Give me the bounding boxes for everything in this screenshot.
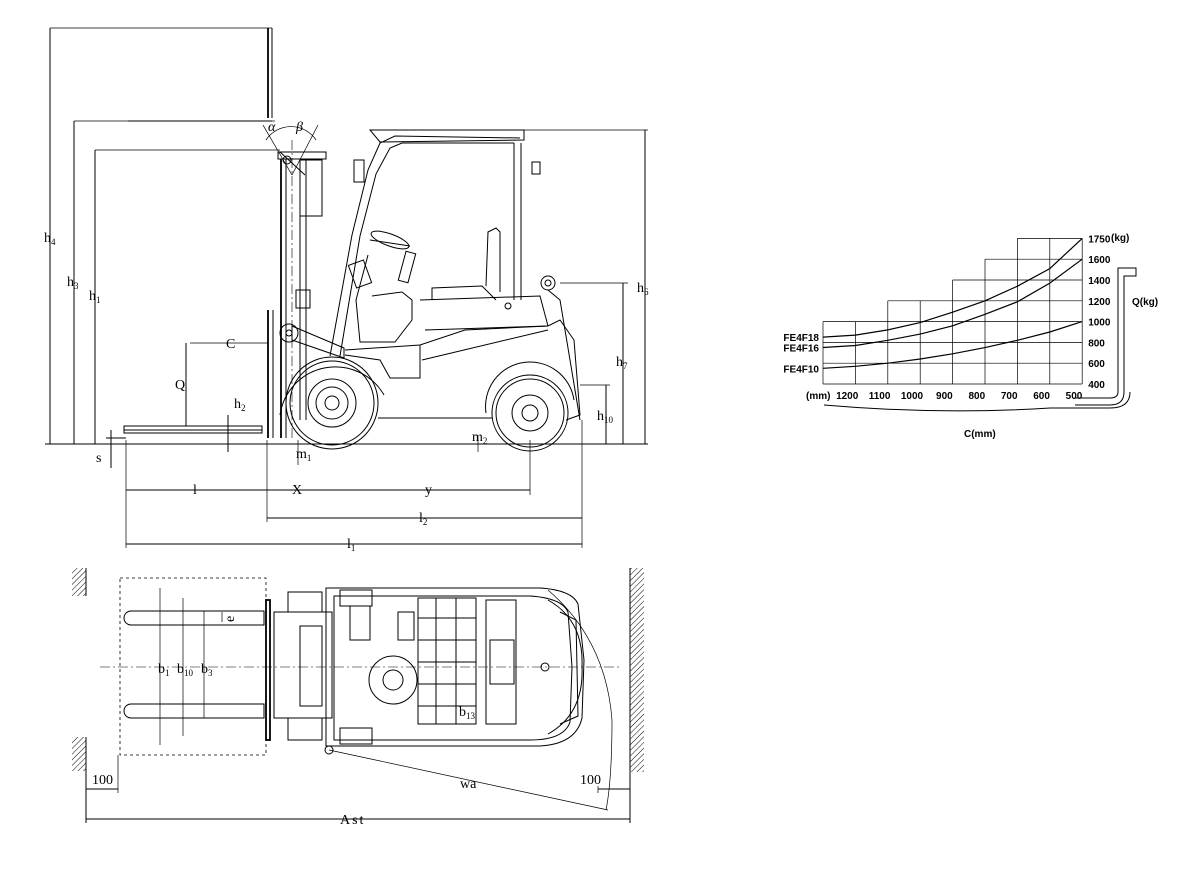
chart-y-tick: 400 [1088, 380, 1105, 391]
label-h4: h4 [44, 231, 56, 247]
label-beta: β [295, 120, 303, 135]
label-b3: b3 [201, 662, 213, 678]
chart-x-tick: 600 [1033, 391, 1050, 402]
chart-y-tick: 1600 [1088, 255, 1111, 266]
label-m1: m1 [296, 447, 311, 463]
label-h1: h1 [89, 289, 101, 305]
label-b10: b10 [177, 662, 194, 678]
chart-x-tick: 900 [936, 391, 953, 402]
label-h6: h6 [637, 281, 649, 297]
chart-y-tick: 1400 [1088, 276, 1111, 287]
chart-y-tick: 1750 [1088, 234, 1111, 245]
label-h7: h7 [616, 355, 628, 371]
chart-x-unit: (mm) [806, 391, 830, 402]
label-right-clearance: 100 [580, 773, 601, 788]
label-left-clearance: 100 [92, 773, 113, 788]
label-alpha: α [268, 120, 276, 135]
chart-series-label: FE4F16 [783, 344, 819, 355]
label-h10: h10 [597, 409, 614, 425]
label-l1: l1 [347, 537, 355, 553]
label-l: l [193, 483, 197, 498]
label-b1: b1 [158, 662, 170, 678]
label-m2: m2 [472, 430, 487, 446]
chart-series-line [822, 321, 1083, 369]
label-l2: l2 [419, 511, 427, 527]
label-s: s [96, 451, 101, 466]
chart-series-label: FE4F18 [783, 333, 819, 344]
label-e: e [223, 616, 238, 622]
label-b13: b13 [459, 705, 476, 721]
chart-series-line [822, 237, 1083, 338]
label-wa: wa [460, 777, 477, 792]
chart-x-tick: 700 [1001, 391, 1018, 402]
top-view: b1 b10 b3 b13 e wa Ast 100 100 [72, 568, 644, 828]
chart-x-tick: 800 [968, 391, 985, 402]
chart-x-label: C(mm) [964, 429, 996, 440]
chart-x-tick: 500 [1066, 391, 1083, 402]
label-h3: h3 [67, 275, 79, 291]
label-c: C [226, 337, 235, 352]
chart-series-label: FE4F10 [783, 364, 819, 375]
label-x: X [292, 483, 302, 498]
chart-x-tick: 1000 [901, 391, 924, 402]
chart-y-label: Q(kg) [1132, 297, 1158, 308]
label-ast: Ast [340, 813, 365, 828]
chart-y-tick: 800 [1088, 338, 1105, 349]
chart-series-line [822, 258, 1083, 349]
chart-y-tick: 1200 [1088, 297, 1111, 308]
chart-x-tick: 1200 [836, 391, 859, 402]
chart-y-unit: (kg) [1111, 233, 1129, 244]
label-y: y [425, 483, 432, 498]
chart-y-tick: 1000 [1088, 318, 1111, 329]
label-h2: h2 [234, 397, 246, 413]
side-view: h4 h3 h1 h2 h6 h7 h10 α β C Q s m1 m2 l … [44, 27, 649, 553]
chart-x-tick: 1100 [869, 391, 891, 402]
chart-y-tick: 600 [1088, 359, 1105, 370]
label-q: Q [175, 378, 185, 393]
